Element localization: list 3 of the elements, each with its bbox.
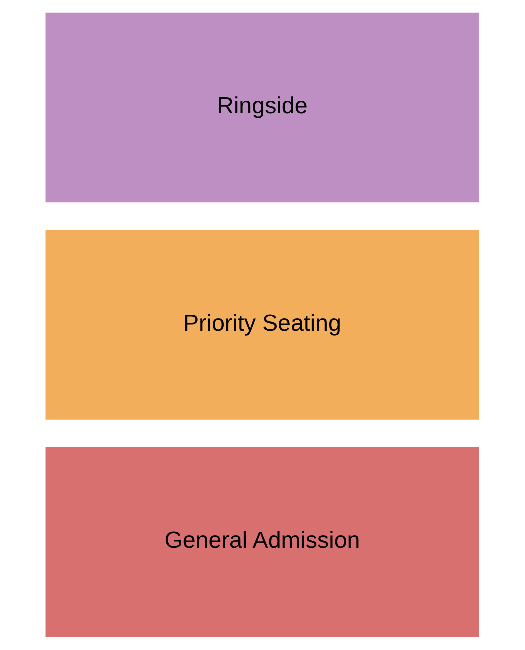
node-box: General Admission bbox=[44, 446, 480, 638]
node-box: Priority Seating bbox=[44, 229, 480, 421]
node-box: Ringside bbox=[44, 12, 480, 204]
